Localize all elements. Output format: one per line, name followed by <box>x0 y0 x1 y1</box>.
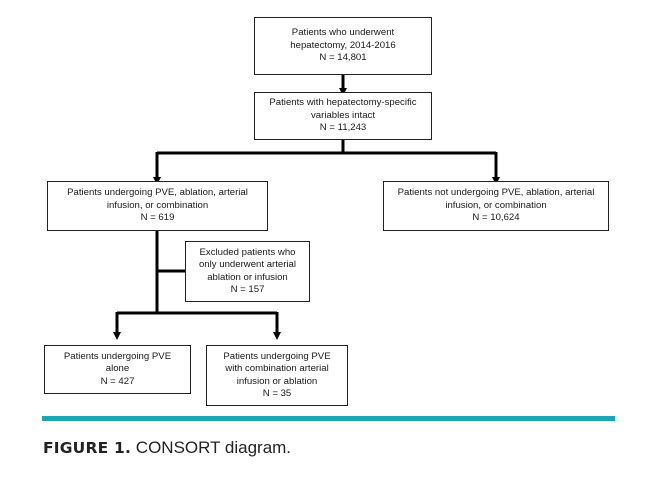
box-pve-alone-line2: alone <box>105 363 130 375</box>
box-total-line2: hepatectomy, 2014-2016 <box>290 39 396 51</box>
box-not-undergoing-line3: N = 10,624 <box>472 212 520 224</box>
box-pve-alone: Patients undergoing PVE alone N = 427 <box>44 345 191 394</box>
figure-caption-text: CONSORT diagram. <box>131 438 292 457</box>
box-undergoing-line3: N = 619 <box>140 212 175 224</box>
box-total-line3: N = 14,801 <box>319 52 367 64</box>
box-intact-line3: N = 11,243 <box>319 122 367 134</box>
box-undergoing-line1: Patients undergoing PVE, ablation, arter… <box>67 187 248 199</box>
box-excluded-line1: Excluded patients who <box>199 246 296 258</box>
box-variables-intact: Patients with hepatectomy-specific varia… <box>254 92 432 140</box>
box-excluded-line3: ablation or infusion <box>207 271 288 283</box>
box-total-patients: Patients who underwent hepatectomy, 2014… <box>254 17 432 75</box>
box-pve-combination: Patients undergoing PVE with combination… <box>206 345 348 406</box>
box-excluded-line2: only underwent arterial <box>198 259 297 271</box>
box-excluded: Excluded patients who only underwent art… <box>185 241 310 302</box>
box-excluded-line4: N = 157 <box>230 283 265 295</box>
box-intact-line2: variables intact <box>311 109 375 121</box>
figure-caption: FIGURE 1. CONSORT diagram. <box>43 438 291 458</box>
figure-label: FIGURE 1. <box>43 439 132 457</box>
box-pve-alone-line3: N = 427 <box>100 375 135 387</box>
box-pve-combo-line4: N = 35 <box>262 387 292 399</box>
box-not-undergoing-line1: Patients not undergoing PVE, ablation, a… <box>397 187 595 199</box>
box-pve-combo-line2: with combination arterial <box>225 363 329 375</box>
box-undergoing-line2: infusion, or combination <box>106 199 209 211</box>
accent-divider <box>42 416 615 421</box>
box-pve-combo-line1: Patients undergoing PVE <box>223 350 331 362</box>
box-total-line1: Patients who underwent <box>291 27 395 39</box>
box-pve-alone-line1: Patients undergoing PVE <box>63 350 172 362</box>
box-pve-combo-line3: infusion or ablation <box>236 375 318 387</box>
box-intact-line1: Patients with hepatectomy-specific <box>269 97 417 109</box>
connector-lines <box>113 75 500 340</box>
box-undergoing: Patients undergoing PVE, ablation, arter… <box>47 181 268 231</box>
box-not-undergoing-line2: infusion, or combination <box>445 199 547 211</box>
box-not-undergoing: Patients not undergoing PVE, ablation, a… <box>383 181 609 231</box>
